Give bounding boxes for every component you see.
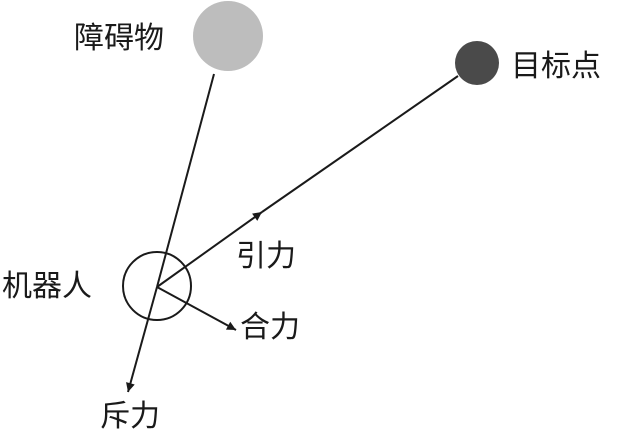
goal-label: 目标点 (511, 49, 601, 84)
robot-circle (122, 251, 192, 321)
obstacle-to-robot-line (156, 73, 215, 288)
goal-circle (455, 41, 499, 85)
resultant-arrow (156, 286, 237, 331)
robot-label: 机器人 (2, 269, 92, 304)
repulsion-arrow (126, 286, 158, 393)
obstacle-circle (193, 1, 263, 71)
repulsion-label: 斥力 (100, 399, 160, 434)
attraction-label: 引力 (236, 239, 296, 274)
obstacle-label: 障碍物 (74, 21, 164, 56)
attraction-arrow (156, 211, 263, 288)
resultant-label: 合力 (240, 310, 300, 345)
robot-to-goal-line (261, 75, 459, 213)
